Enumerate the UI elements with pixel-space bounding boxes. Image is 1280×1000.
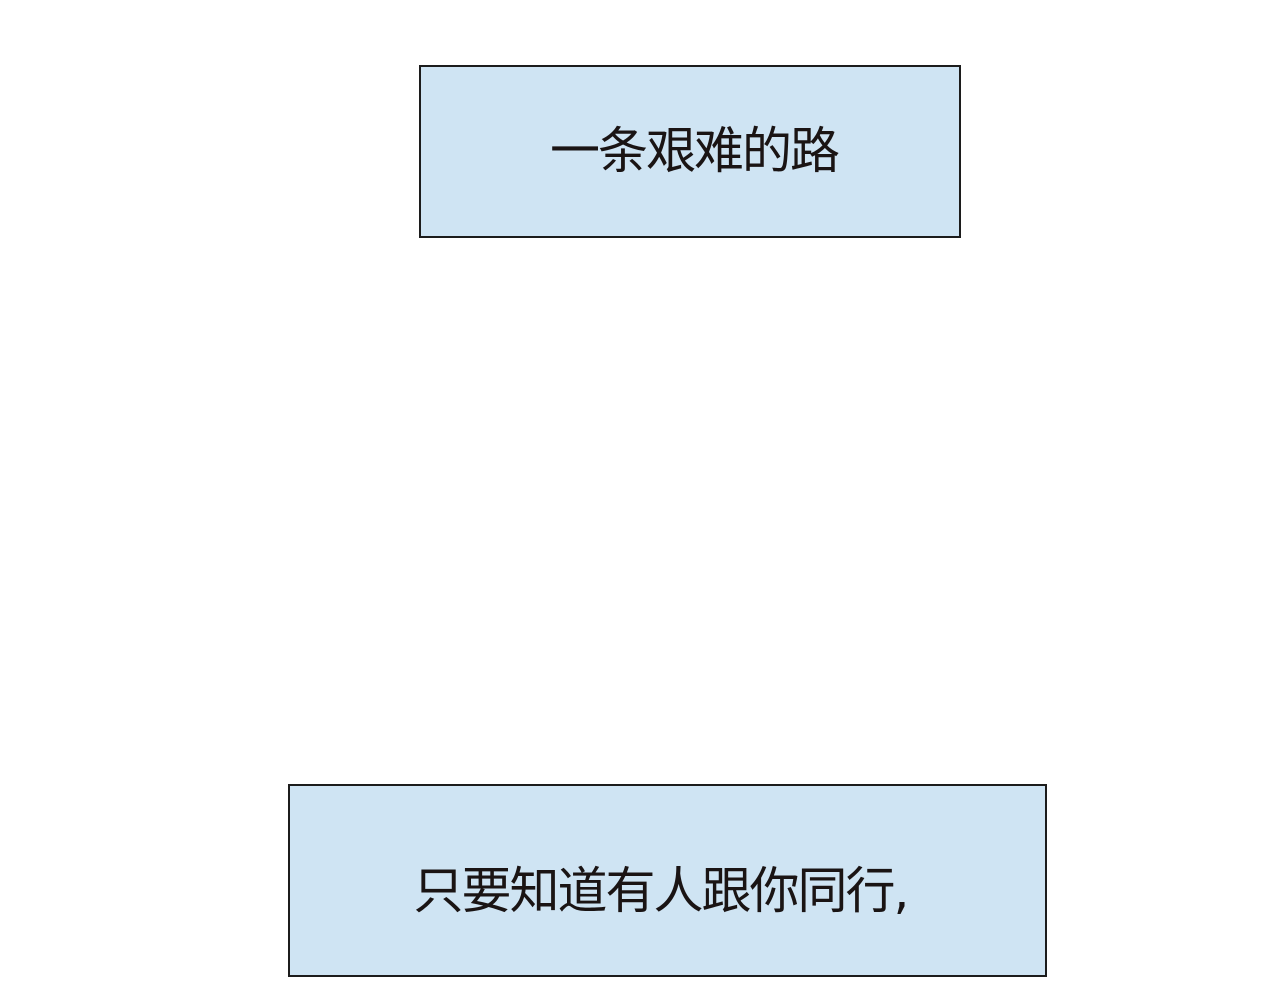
caption-box-top: 一条艰难的路 (419, 65, 961, 238)
caption-text-top: 一条艰难的路 (550, 121, 840, 180)
caption-text-bottom: 只要知道有人跟你同行, (413, 861, 910, 920)
caption-box-bottom: 只要知道有人跟你同行, (288, 784, 1047, 977)
